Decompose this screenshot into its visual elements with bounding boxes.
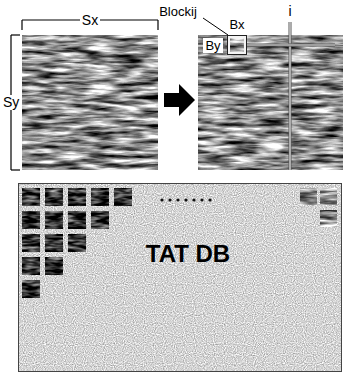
texture-image [22, 35, 158, 170]
dimension-label: i [286, 4, 293, 19]
dimension-label: Bx [227, 17, 246, 32]
texture-tiles [22, 188, 337, 298]
block-square [229, 37, 245, 53]
texture-image [198, 35, 343, 170]
dimension-label: By [203, 38, 222, 53]
leader-line [203, 18, 228, 35]
ellipsis-dots [160, 198, 211, 201]
row-line [245, 44, 335, 47]
block-square [228, 36, 247, 55]
dimension-label: Sy [1, 95, 21, 110]
database-title: TAT DB [146, 240, 230, 268]
row-line [245, 44, 335, 45]
dimension-label: Blockij [157, 4, 199, 19]
database-box: TAT DB [18, 183, 342, 372]
database-ground [18, 183, 342, 372]
process-arrow [164, 84, 195, 116]
dimension-label: Sx [80, 13, 100, 28]
